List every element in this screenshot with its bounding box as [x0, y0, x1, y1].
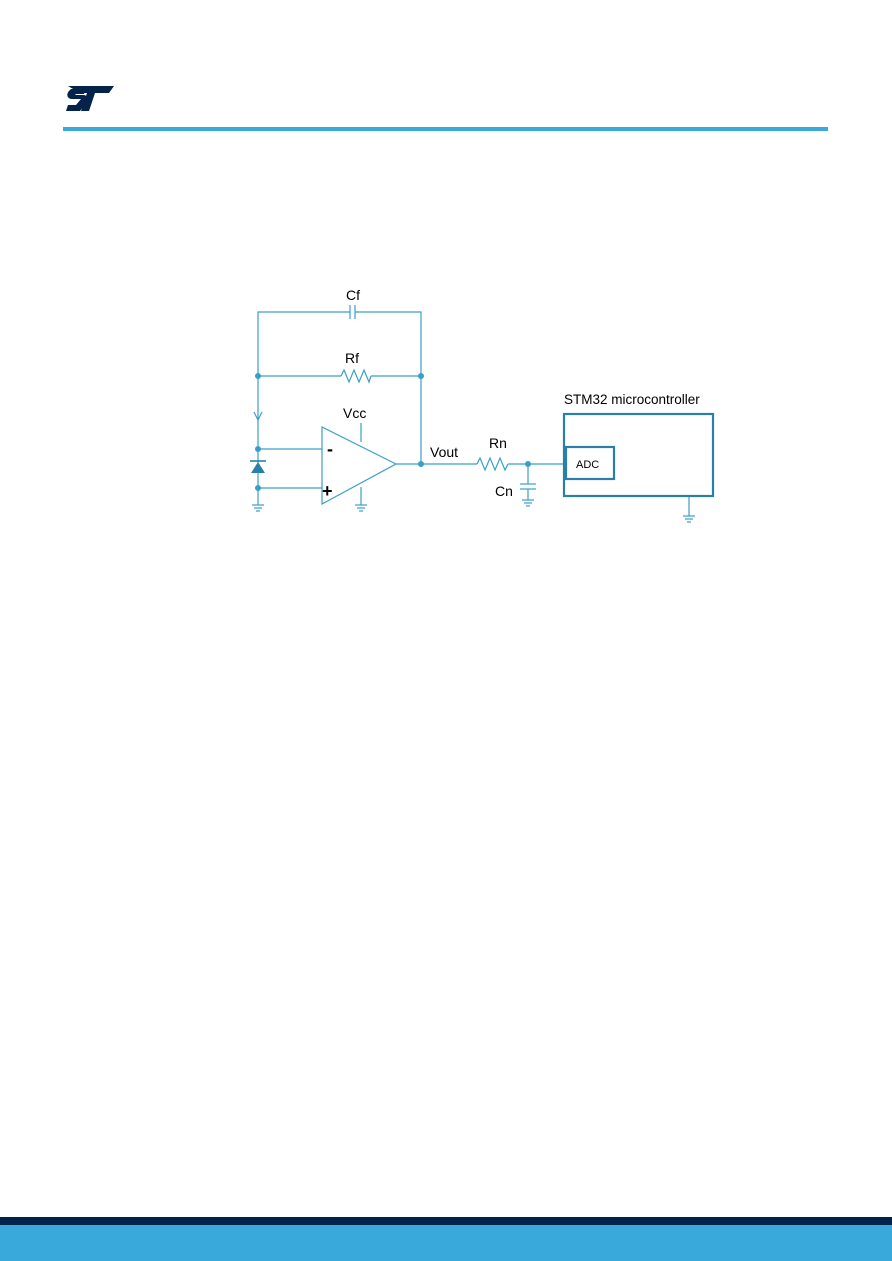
- label-adc: ADC: [576, 459, 599, 471]
- label-minus: -: [327, 439, 333, 459]
- label-cn: Cn: [495, 483, 513, 499]
- label-vout: Vout: [430, 444, 458, 460]
- label-cf: Cf: [346, 287, 360, 303]
- label-rn: Rn: [489, 435, 507, 451]
- photodiode-icon: [250, 460, 266, 473]
- circuit-wires: [252, 305, 695, 523]
- header-rule: [63, 127, 828, 131]
- st-logo-icon: [66, 86, 114, 111]
- mcu-box: [562, 412, 715, 498]
- label-rf: Rf: [345, 350, 359, 366]
- junction-dots: [255, 373, 531, 491]
- label-plus: +: [322, 481, 333, 501]
- adc-box: [564, 445, 616, 481]
- label-vcc: Vcc: [343, 405, 366, 421]
- footer-bar-dark: [0, 1217, 892, 1225]
- footer-bar-light: [0, 1225, 892, 1261]
- label-mcu: STM32 microcontroller: [564, 392, 700, 407]
